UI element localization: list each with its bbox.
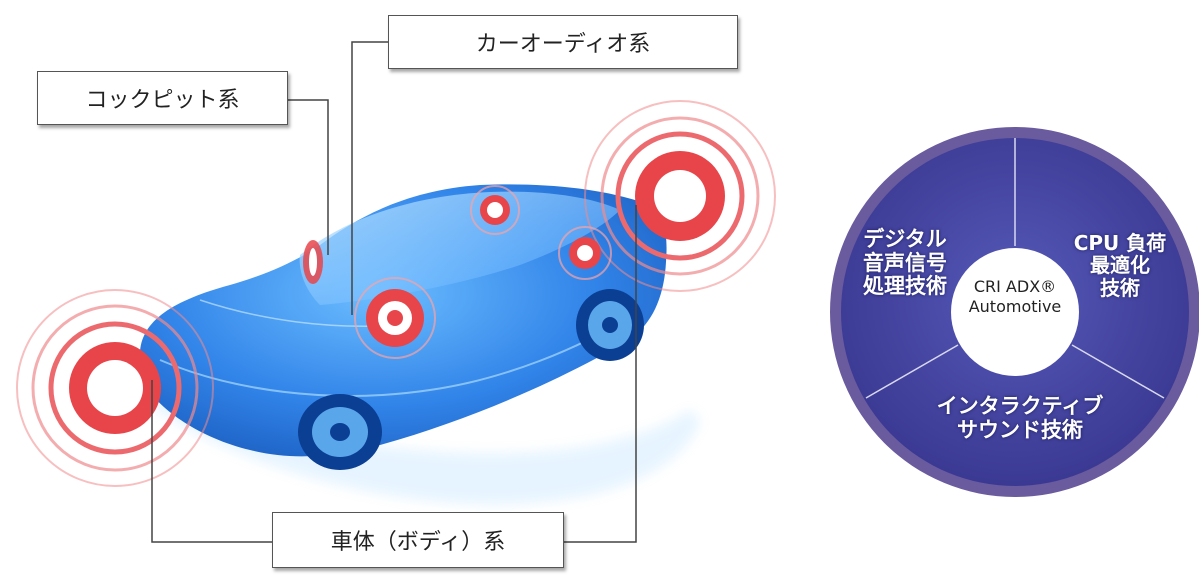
label-cockpit: コックピット系 [37,71,288,125]
wheel-divider-left [865,344,959,399]
segment-cpu-optimization: CPU 負荷 最適化 技術 [1060,231,1180,300]
sound-target-dashboard [303,240,323,284]
sound-target-rear-right [584,100,776,292]
sound-target-cockpit [354,277,436,359]
segment-cpu-line2: 最適化 [1090,253,1150,278]
segment-digital-line3: 処理技術 [863,274,947,299]
segment-digital-signal-processing: デジタル 音声信号 処理技術 [835,227,975,299]
label-body: 車体（ボディ）系 [272,512,564,568]
segment-interactive-line1: インタラクティブ [936,394,1104,418]
segment-digital-line1: デジタル [863,227,947,251]
segment-digital-line2: 音声信号 [863,250,947,275]
technology-wheel [830,127,1199,497]
segment-cpu-line1: CPU 負荷 [1073,231,1167,255]
connector-cockpit [288,99,329,255]
front-wheel [298,394,382,470]
segment-cpu-line3: 技術 [1100,275,1140,300]
connector-audio [351,41,388,315]
wheel-divider-right [1071,344,1165,399]
wheel-center-disc [951,248,1079,376]
car-reflection [150,395,700,505]
rear-wheel [576,289,644,361]
connector-lines [151,41,637,543]
label-car-audio: カーオーディオ系 [388,15,738,69]
segment-interactive-line2: サウンド技術 [957,417,1083,442]
connector-body-left [151,380,272,543]
sound-target-roof [470,185,520,235]
center-title-line2: Automotive [968,297,1062,316]
center-title-line1: CRI ADX® [973,277,1057,296]
segment-interactive-sound: インタラクティブ サウンド技術 [905,394,1135,442]
sound-target-rear-seat [558,226,612,280]
connector-body-right [564,205,637,543]
sound-target-front-left [16,289,214,487]
wheel-center-title: CRI ADX® Automotive [955,277,1075,317]
